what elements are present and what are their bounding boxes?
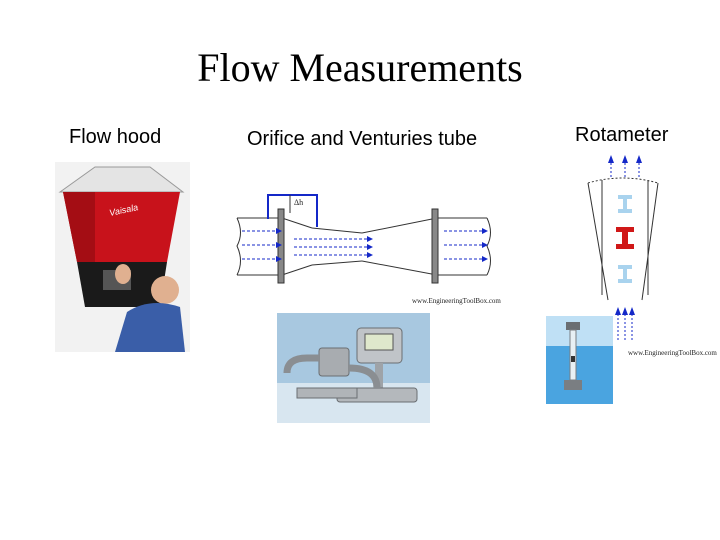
rotameter-photo (546, 316, 613, 404)
flowmeter-photo (277, 313, 430, 423)
svg-text:Δh: Δh (294, 198, 303, 207)
slide-title: Flow Measurements (197, 45, 523, 90)
venturi-watermark: www.EngineeringToolBox.com (412, 297, 501, 305)
flow-hood-label: Flow hood (69, 126, 162, 148)
rotameter-diagram: www.EngineeringToolBox.com (587, 155, 717, 357)
orifice-venturi-label: Orifice and Venturies tube (247, 128, 478, 150)
flow-hood-image: Vaisala (55, 162, 190, 352)
rotameter-label: Rotameter (575, 124, 669, 146)
venturi-diagram: Δh www.EngineeringToolBox.com (236, 194, 501, 305)
rotameter-watermark: www.EngineeringToolBox.com (628, 349, 717, 357)
